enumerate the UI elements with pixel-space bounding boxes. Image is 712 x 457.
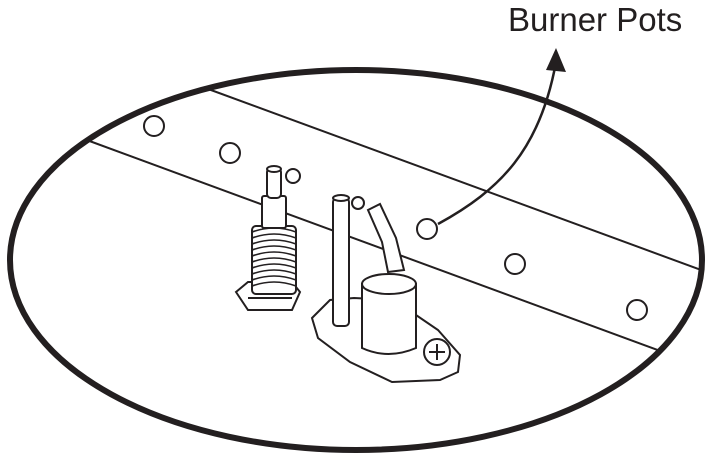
burner-port	[351, 196, 365, 210]
burner-port	[143, 115, 165, 137]
threaded-fitting	[234, 165, 302, 311]
pilot-assembly	[310, 194, 462, 384]
burner-port	[626, 299, 648, 321]
burner-pots-label: Burner Pots	[508, 1, 683, 38]
diagram-oval	[7, 67, 705, 453]
burner-port	[504, 253, 526, 275]
burner-port	[416, 218, 438, 240]
burner-ports	[143, 115, 648, 321]
burner-port	[219, 142, 241, 164]
callout-arrow	[437, 48, 566, 226]
burner-port	[285, 168, 301, 184]
